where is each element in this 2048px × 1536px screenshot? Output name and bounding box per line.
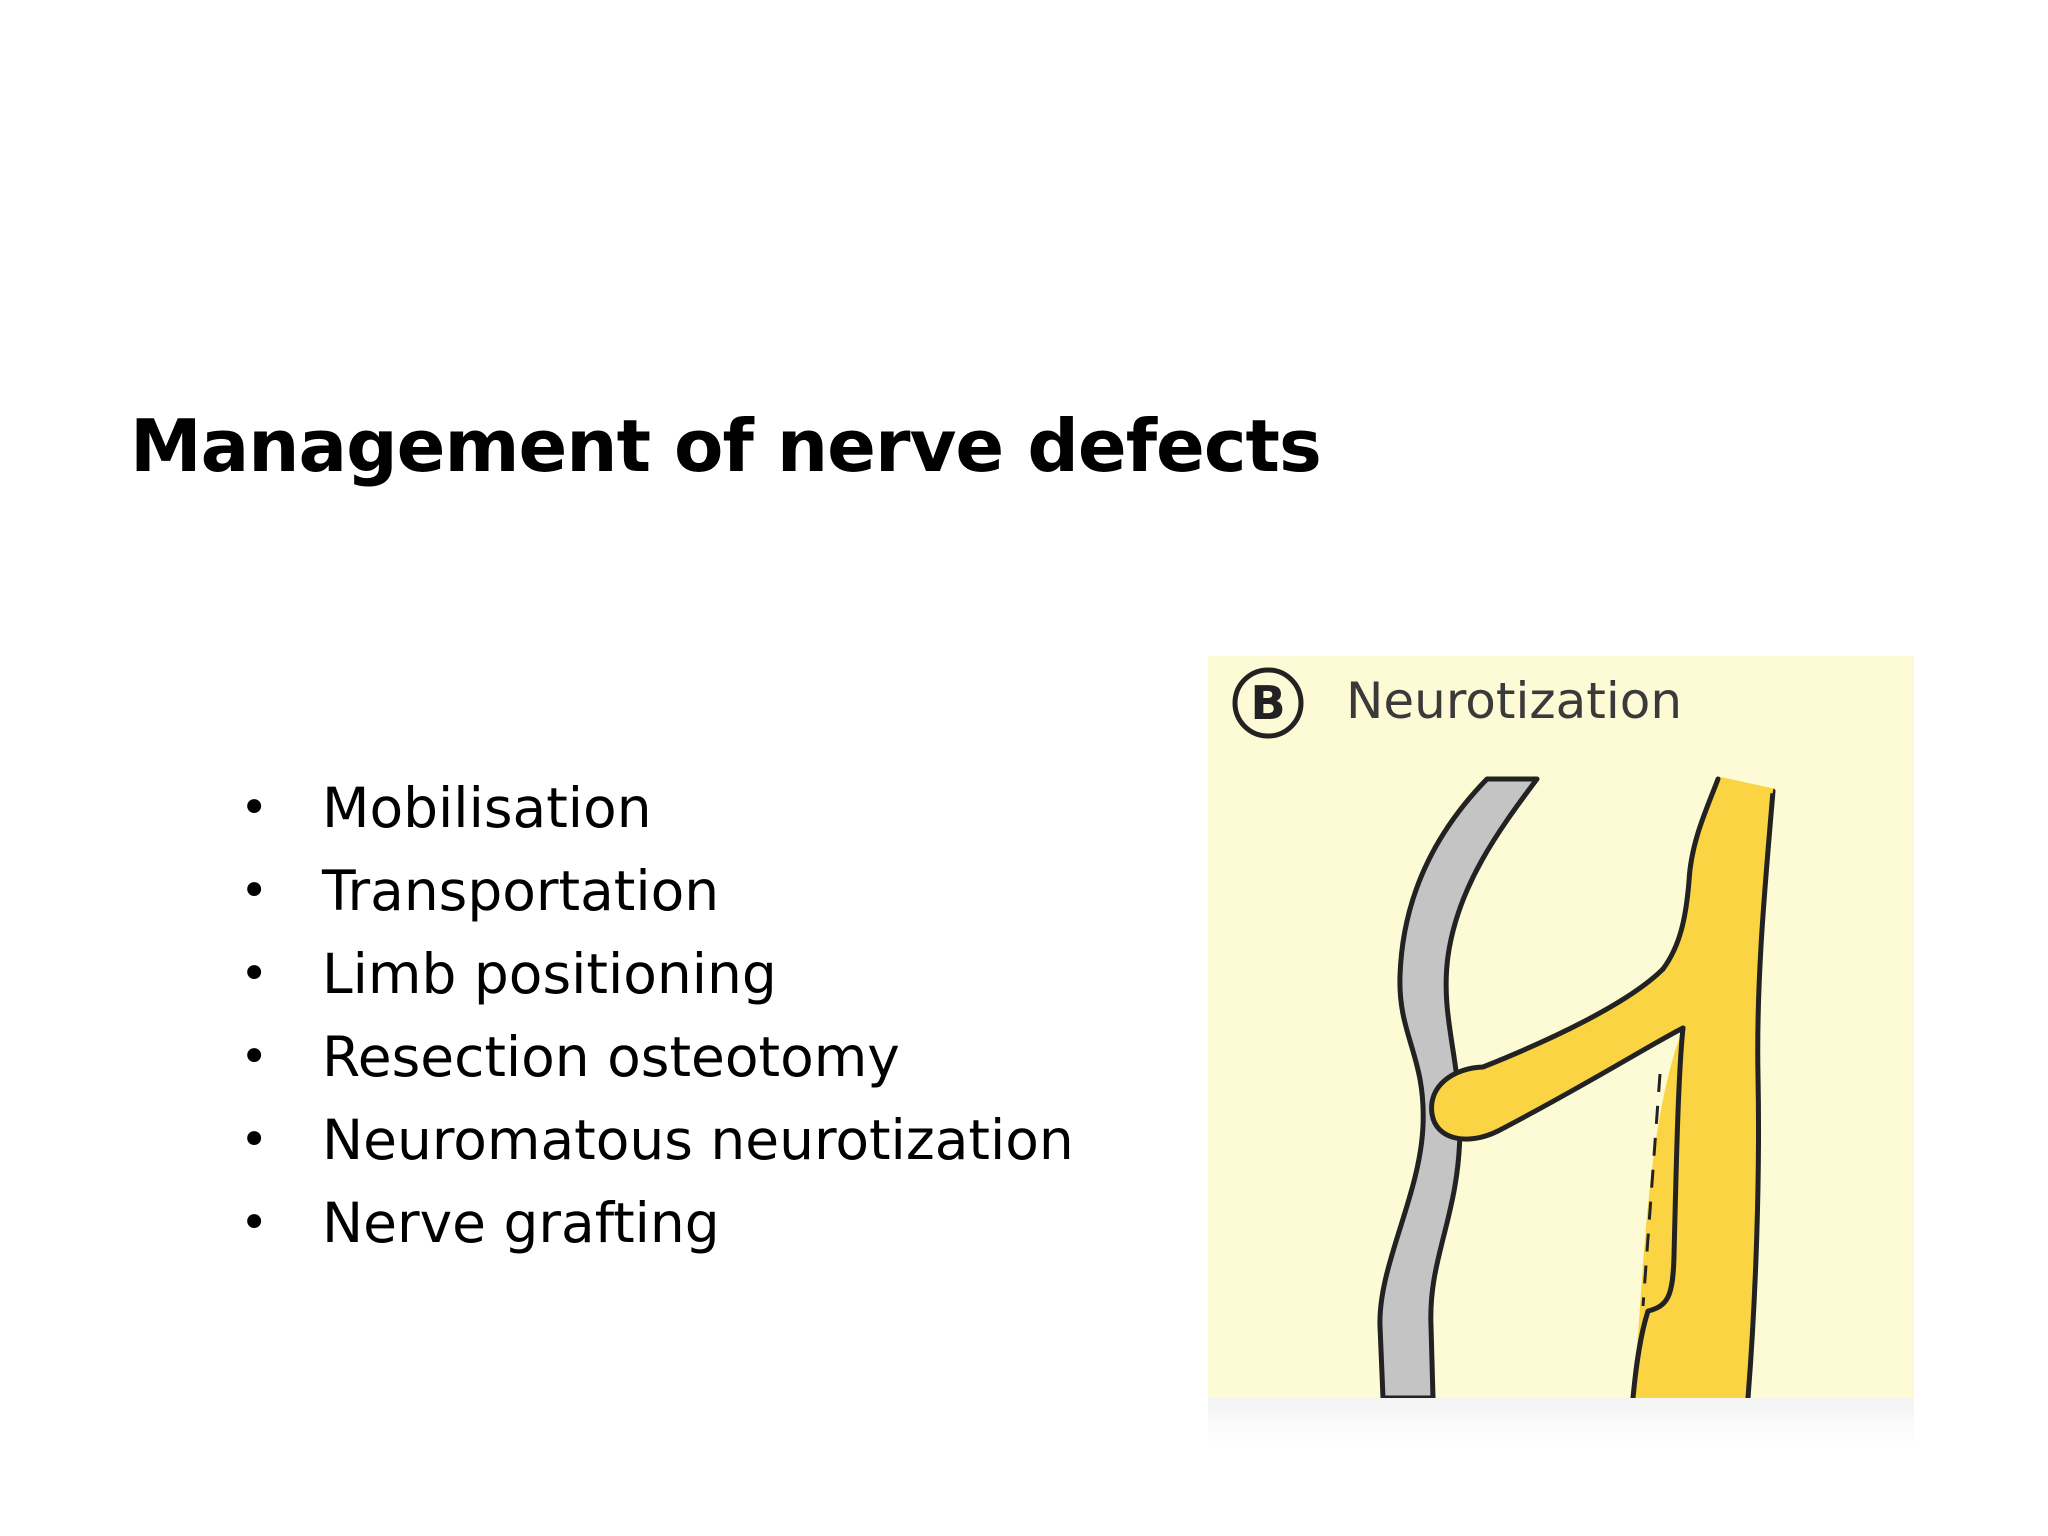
figure-caption: Neurotization — [1346, 672, 1682, 730]
bullet-text: Neuromatous neurotization — [322, 1107, 1074, 1172]
bullet-text: Nerve grafting — [322, 1190, 720, 1255]
slide-title: Management of nerve defects — [130, 404, 1322, 488]
nerve-diagram: B Neurotization — [1232, 667, 1776, 1398]
bullet-icon: • — [240, 1111, 269, 1168]
grey-nerve-shape — [1377, 776, 1540, 1398]
list-item: • Mobilisation — [240, 766, 1074, 849]
dashed-line-icon — [1641, 1073, 1662, 1307]
yellow-nerve-shape — [1430, 779, 1773, 1398]
bullet-icon: • — [240, 862, 269, 919]
bullet-text: Transportation — [322, 858, 720, 923]
list-item: • Nerve grafting — [240, 1181, 1074, 1264]
list-item: • Transportation — [240, 849, 1074, 932]
neurotization-figure: B Neurotization — [1208, 656, 1914, 1398]
bullet-icon: • — [240, 779, 269, 836]
badge-circle — [1232, 667, 1304, 739]
bullet-text: Resection osteotomy — [322, 1024, 900, 1089]
trunk-lower-left-edge — [1630, 1025, 1686, 1398]
list-item: • Limb positioning — [240, 932, 1074, 1015]
bullet-icon: • — [240, 1028, 269, 1085]
bullet-text: Limb positioning — [322, 941, 777, 1006]
bullet-icon: • — [240, 945, 269, 1002]
yellow-nerve-top-edge — [1717, 776, 1774, 794]
bullet-icon: • — [240, 1194, 269, 1251]
yellow-nerve-right-edge — [1745, 788, 1776, 1398]
list-item: • Resection osteotomy — [240, 1015, 1074, 1098]
badge-letter: B — [1250, 676, 1285, 730]
list-item: • Neuromatous neurotization — [240, 1098, 1074, 1181]
branch-upper-edge — [1429, 966, 1686, 1142]
figure-shadow — [1208, 1398, 1914, 1448]
bullet-list: • Mobilisation • Transportation • Limb p… — [240, 766, 1074, 1264]
badge-b-icon: B — [1232, 667, 1304, 739]
yellow-nerve-left-edge — [1660, 776, 1721, 972]
bullet-text: Mobilisation — [322, 775, 652, 840]
